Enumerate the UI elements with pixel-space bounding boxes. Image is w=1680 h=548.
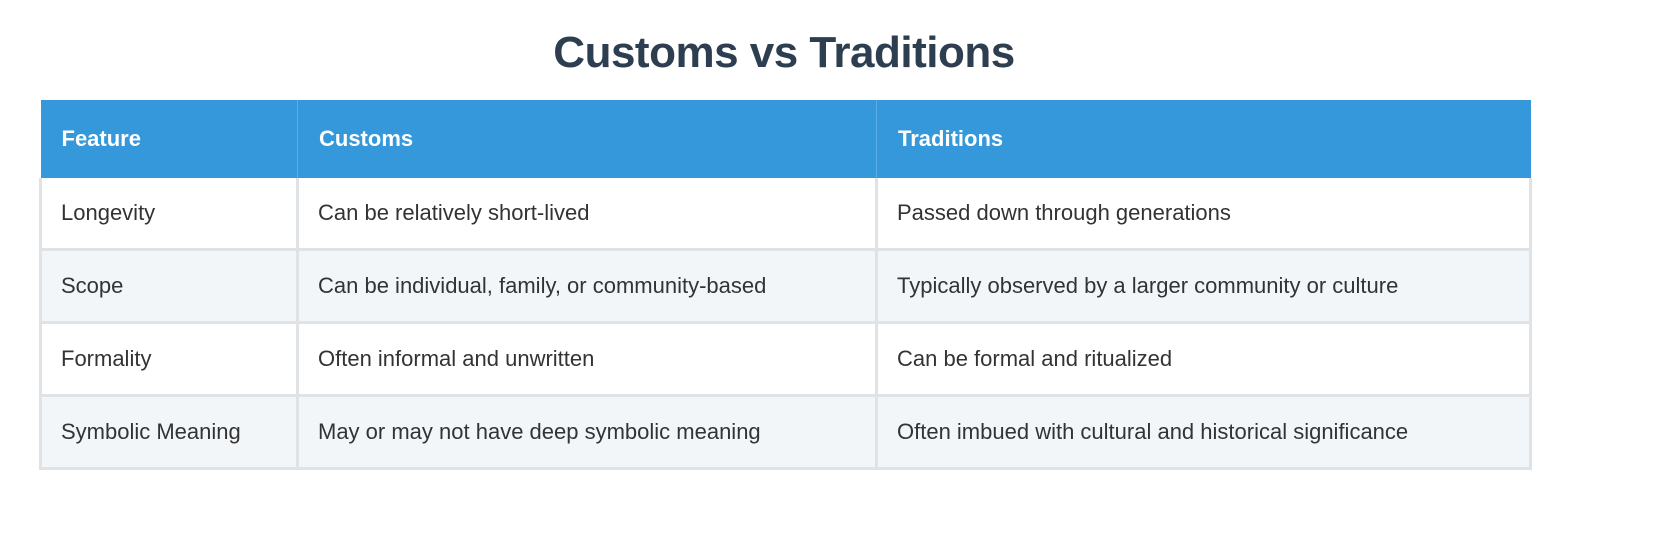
comparison-table: Feature Customs Traditions Longevity Can… — [39, 100, 1532, 470]
header-traditions: Traditions — [876, 100, 1531, 178]
table-row: Symbolic Meaning May or may not have dee… — [39, 395, 1532, 470]
cell-feature: Symbolic Meaning — [39, 395, 299, 470]
cell-traditions: Typically observed by a larger community… — [875, 249, 1532, 324]
table-row: Formality Often informal and unwritten C… — [39, 322, 1532, 397]
header-row: Feature Customs Traditions — [40, 100, 1531, 178]
cell-traditions: Passed down through generations — [875, 178, 1532, 251]
cell-feature: Longevity — [39, 178, 299, 251]
cell-customs: May or may not have deep symbolic meanin… — [296, 395, 878, 470]
page-title: Customs vs Traditions — [553, 28, 1015, 77]
cell-customs: Can be individual, family, or community-… — [296, 249, 878, 324]
cell-traditions: Can be formal and ritualized — [875, 322, 1532, 397]
header-customs: Customs — [297, 100, 877, 178]
cell-customs: Can be relatively short-lived — [296, 178, 878, 251]
table-row: Longevity Can be relatively short-lived … — [39, 178, 1532, 251]
cell-customs: Often informal and unwritten — [296, 322, 878, 397]
cell-traditions: Often imbued with cultural and historica… — [875, 395, 1532, 470]
cell-feature: Scope — [39, 249, 299, 324]
cell-feature: Formality — [39, 322, 299, 397]
header-feature: Feature — [40, 100, 298, 178]
table-row: Scope Can be individual, family, or comm… — [39, 249, 1532, 324]
